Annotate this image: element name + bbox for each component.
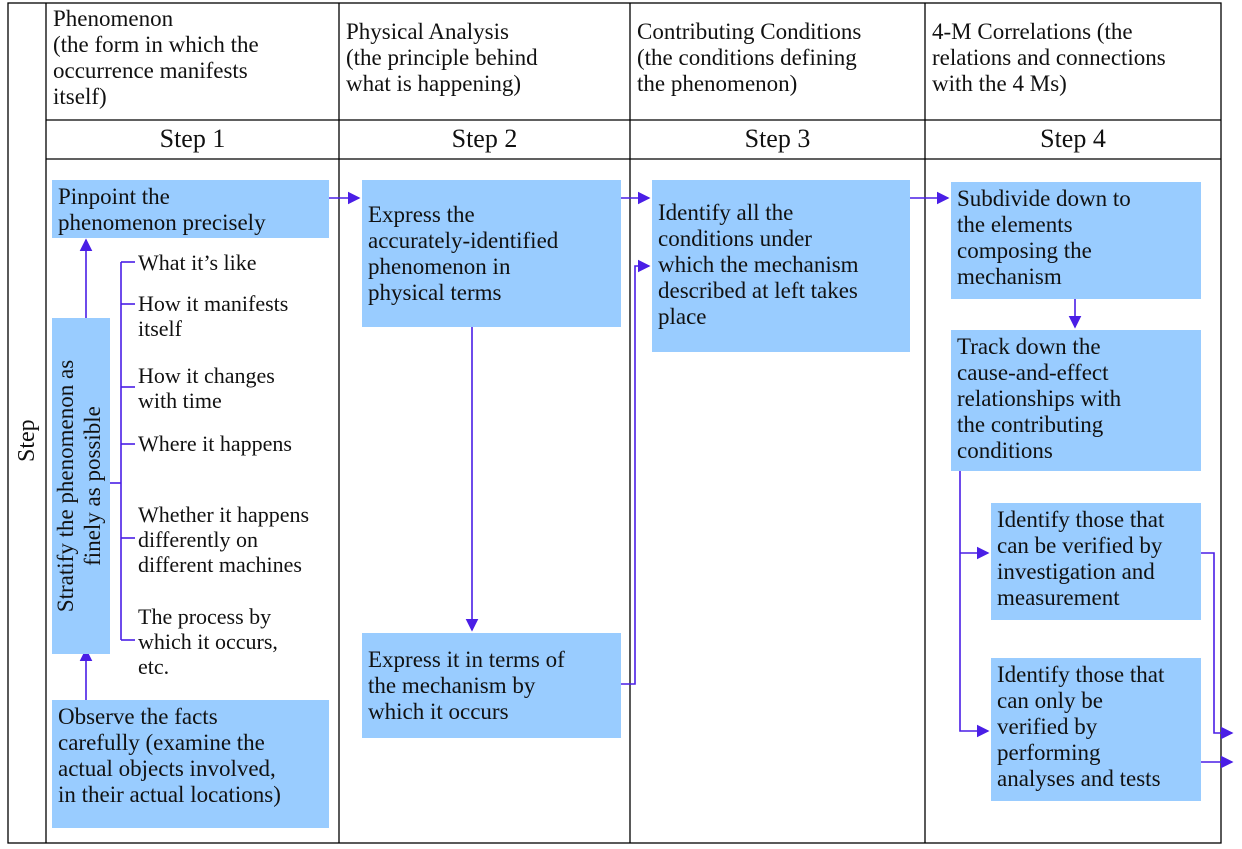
express-mechanism-box: Express it in terms of the mechanism by … xyxy=(362,633,621,738)
header-4m-correlations: 4-M Correlations (the relations and conn… xyxy=(932,19,1166,96)
table-grid xyxy=(7,2,1222,844)
attribute-machines: Whether it happens differently on differ… xyxy=(138,502,310,577)
attribute-what: What it’s like xyxy=(138,250,257,275)
header-physical-analysis: Physical Analysis (the principle behind … xyxy=(346,19,538,96)
subdivide-box: Subdivide down to the elements composing… xyxy=(951,182,1201,299)
arrow-mechanism-to-identify xyxy=(621,259,651,685)
flow-arrows xyxy=(79,191,1234,769)
pinpoint-box: Pinpoint the phenomenon precisely xyxy=(52,180,329,238)
arrow-verify-investigation-exit xyxy=(1201,552,1234,740)
track-box: Track down the cause-and-effect relation… xyxy=(951,330,1201,471)
verify-analysis-box: Identify those that can only be verified… xyxy=(991,658,1201,801)
stratify-label: Stratify the phenomenon as finely as pos… xyxy=(53,359,105,613)
step-3-label: Step 3 xyxy=(744,124,811,153)
attribute-where: Where it happens xyxy=(138,431,292,456)
verify-investigation-box: Identify those that can be verified by i… xyxy=(991,503,1201,620)
step-1-label: Step 1 xyxy=(159,124,226,153)
attribute-process: The process by which it occurs, etc. xyxy=(138,604,278,679)
stratify-box xyxy=(52,318,110,654)
observe-box: Observe the facts carefully (examine the… xyxy=(52,700,329,828)
step-4-label: Step 4 xyxy=(1040,124,1106,153)
attribute-changes: How it changes with time xyxy=(138,363,275,413)
express-physical-box: Express the accurately-identified phenom… xyxy=(362,180,621,327)
identify-conditions-box: Identify all the conditions under which … xyxy=(652,180,910,352)
step-2-label: Step 2 xyxy=(451,124,518,153)
header-contributing-conditions: Contributing Conditions (the conditions … xyxy=(637,19,862,96)
arrow-track-to-verify xyxy=(959,471,990,738)
side-label: Step xyxy=(14,419,40,462)
attribute-manifests: How it manifests itself xyxy=(138,291,289,341)
header-phenomenon: Phenomenon (the form in which the occurr… xyxy=(53,6,259,109)
